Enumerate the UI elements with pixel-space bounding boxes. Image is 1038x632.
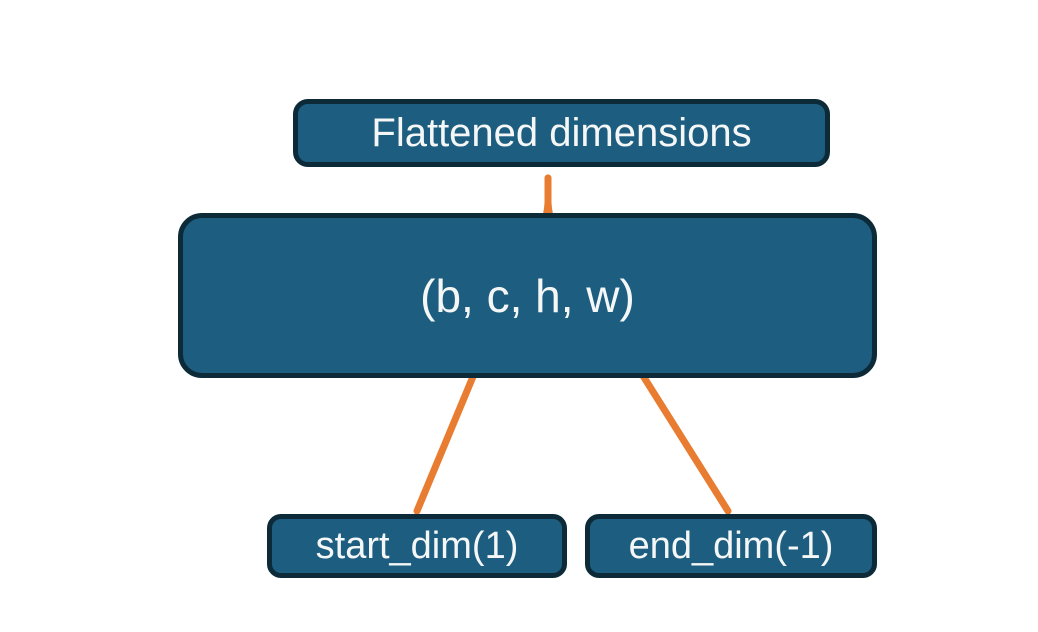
start-dim-box: start_dim(1) [267,514,567,578]
start-dim-label: start_dim(1) [315,524,519,567]
flattened-dimensions-box: Flattened dimensions [293,99,830,167]
flattened-dimensions-label: Flattened dimensions [371,110,752,155]
tensor-shape-label: (b, c, h, w) [420,269,635,322]
end-dim-label: end_dim(-1) [628,524,834,567]
end-dim-box: end_dim(-1) [585,514,877,578]
tensor-shape-box: (b, c, h, w) [178,213,877,378]
